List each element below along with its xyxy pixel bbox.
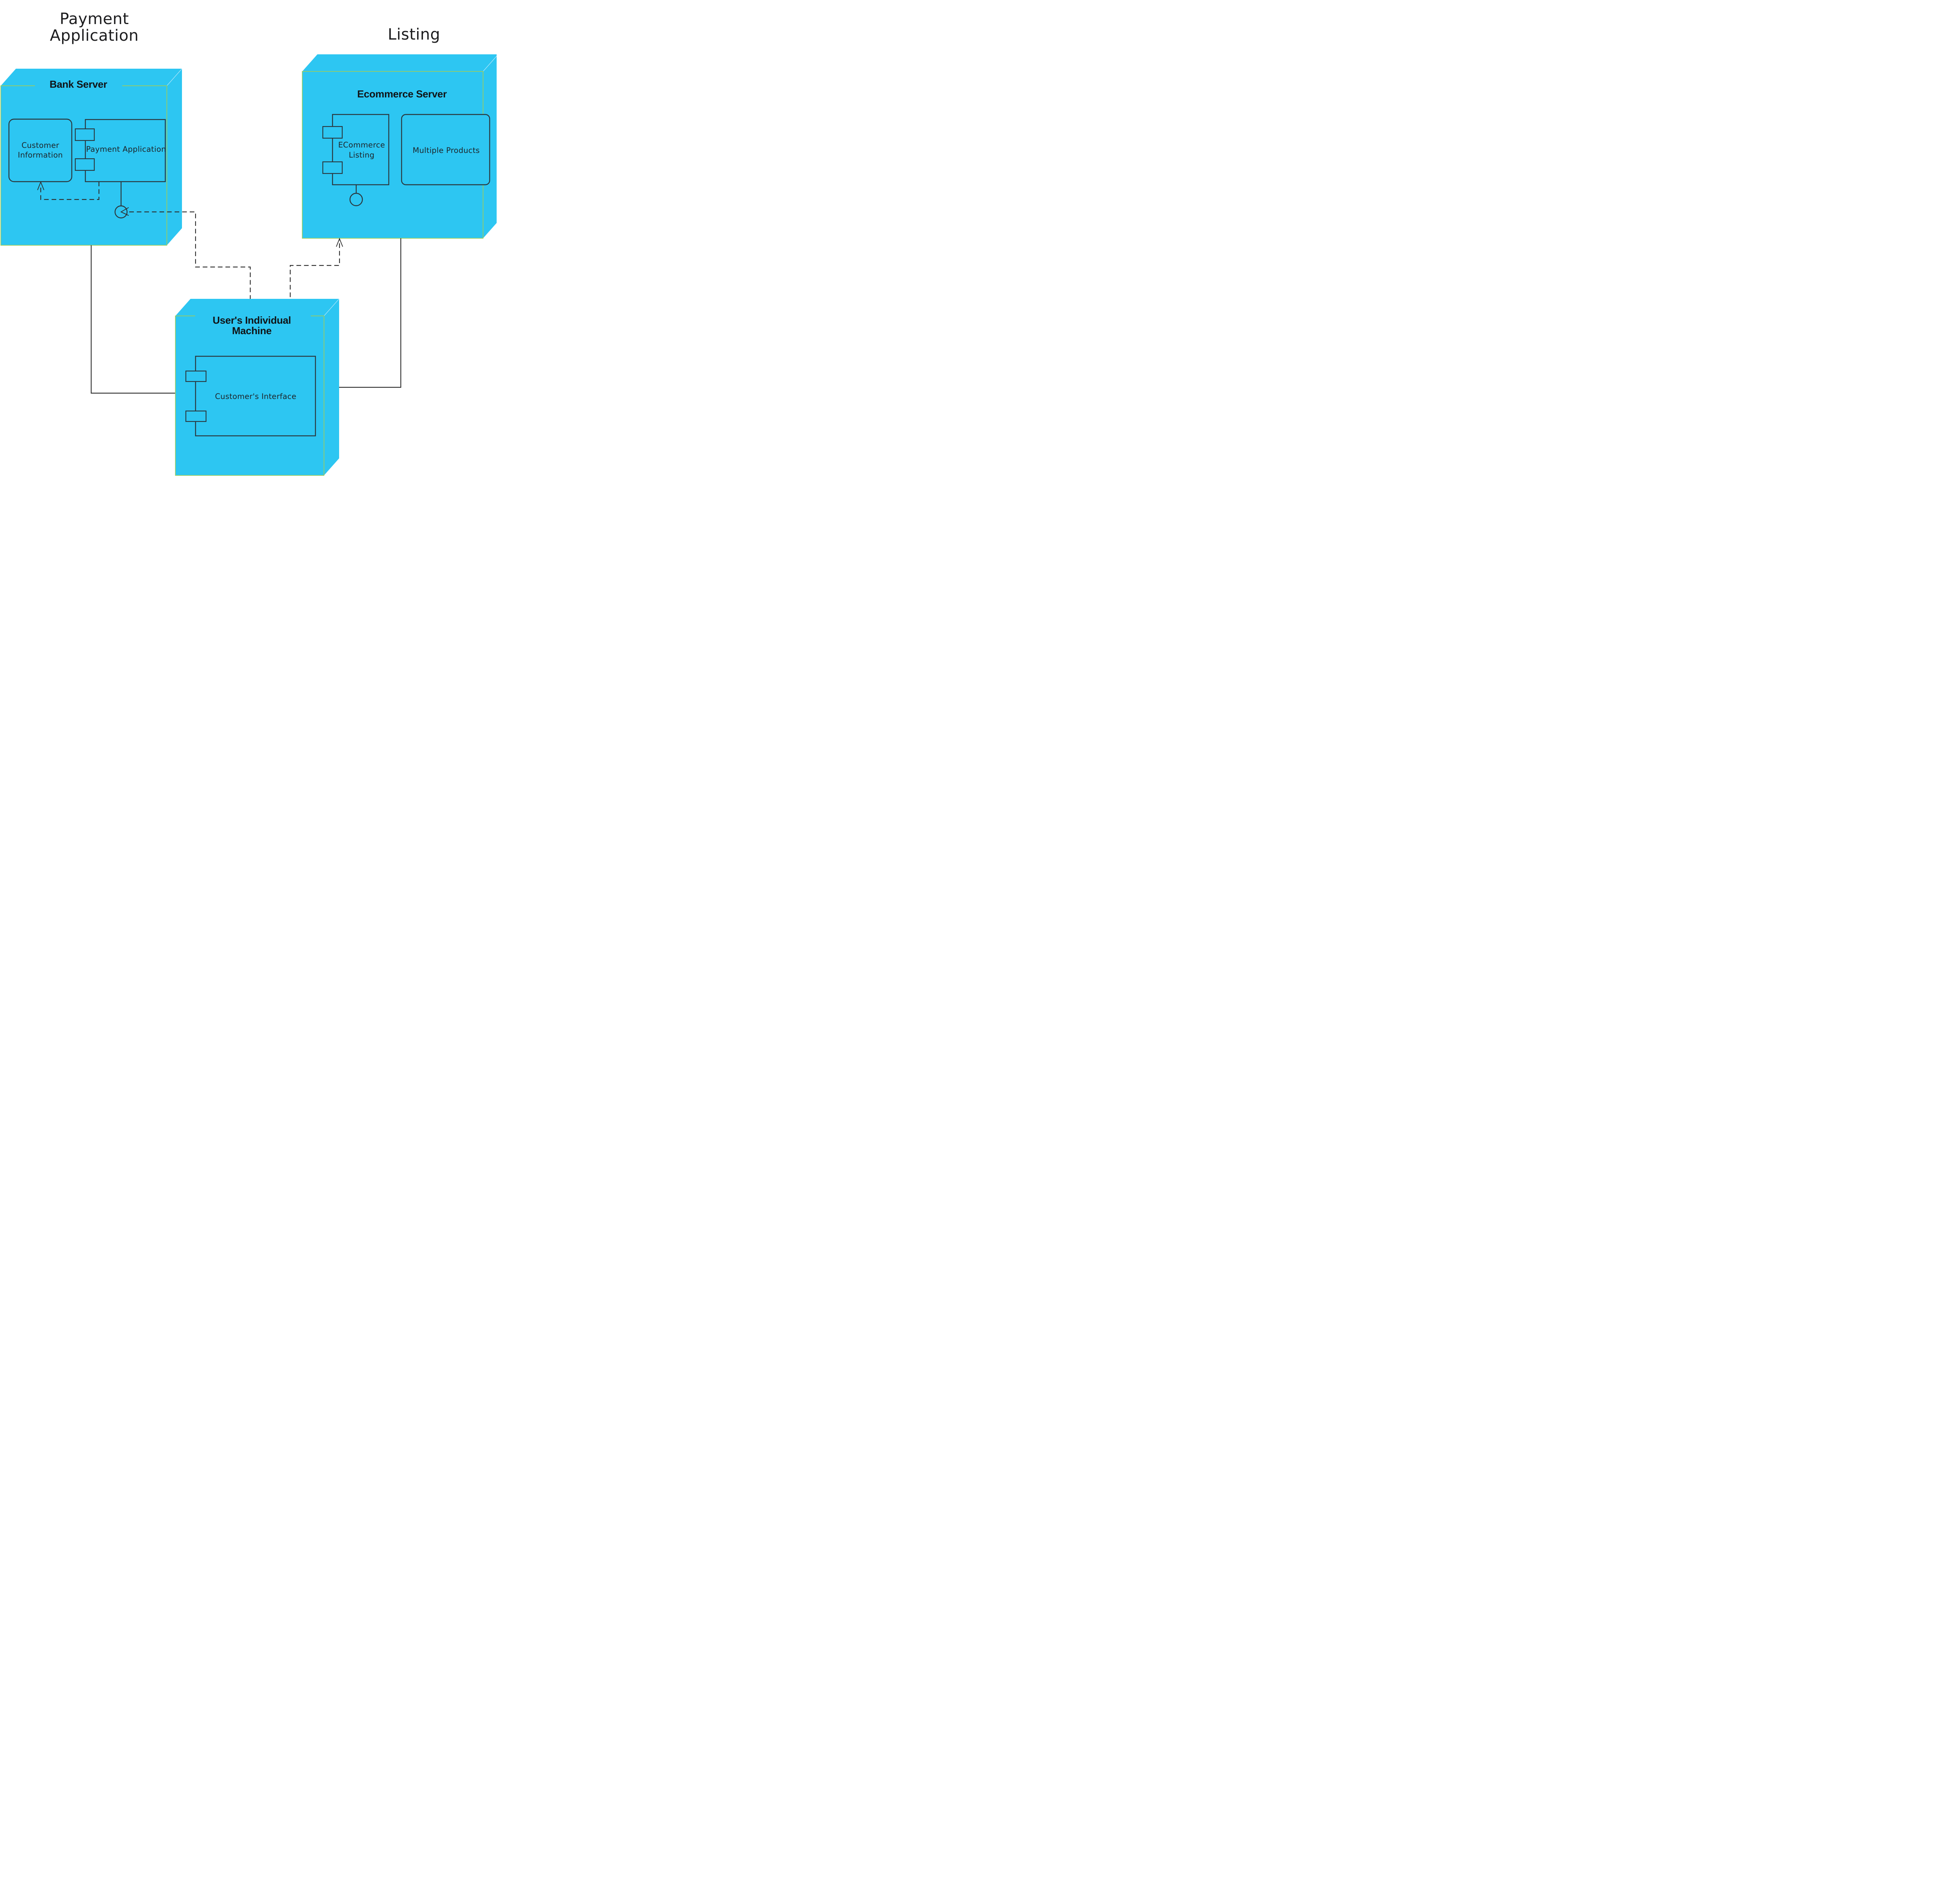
customers-interface-label: Customer's Interface <box>215 392 296 401</box>
payment-application-box <box>85 119 166 182</box>
ecommerce-server-title: Ecommerce Server <box>357 88 447 100</box>
uml-deployment-diagram: Payment Application Listing Bank Server … <box>0 0 497 476</box>
customers-interface-component: Customer's Interface <box>185 355 316 437</box>
customers-interface-box <box>195 355 316 437</box>
payment-application-port-top <box>74 128 95 141</box>
users-machine-top-face <box>175 299 339 316</box>
ecommerce-listing-label-line1: ECommerce <box>338 140 385 149</box>
customers-interface-port-top <box>185 370 207 382</box>
users-machine-side-face <box>324 299 339 475</box>
ecommerce-to-machine-link <box>339 238 402 388</box>
up-open-arrowhead-icon <box>336 238 343 247</box>
bank-server-title-backplate <box>35 79 122 90</box>
customer-information-box <box>8 118 73 182</box>
page-title-listing: Listing <box>388 26 440 43</box>
users-machine-bevel-edge <box>324 298 340 316</box>
provided-interface-ball-icon <box>349 192 363 206</box>
users-machine-title-backplate <box>195 313 311 319</box>
multiple-products-component: Multiple Products <box>401 114 490 186</box>
customer-information-label-line2: Information <box>18 151 63 160</box>
ecommerce-listing-port-top <box>322 126 343 139</box>
customer-information-label-line1: Customer <box>21 141 59 150</box>
payment-application-component: Payment Application <box>74 119 166 182</box>
ecommerce-server-top-face <box>302 54 497 71</box>
bank-server-node: Bank Server Customer Information Payment… <box>0 68 182 246</box>
page-title-payment-line2: Application <box>50 27 139 45</box>
ecommerce-server-node: Ecommerce Server ECommerce Listing Multi… <box>302 54 497 239</box>
bank-to-machine-link <box>90 245 175 394</box>
customer-information-component: Customer Information <box>8 118 73 182</box>
ecommerce-listing-box <box>332 114 390 186</box>
bank-server-title: Bank Server <box>50 78 107 90</box>
multiple-products-box <box>401 114 490 186</box>
dependency-pa-to-customer-info <box>40 182 100 200</box>
multiple-products-label: Multiple Products <box>413 146 480 155</box>
ecommerce-server-bevel-edge <box>483 55 497 72</box>
ecommerce-listing-label-line2: Listing <box>349 151 374 160</box>
users-machine-title-line2: Machine <box>232 325 272 336</box>
page-title-payment-line1: Payment <box>60 10 129 28</box>
bank-server-side-face <box>167 69 182 245</box>
payment-application-label: Payment Application <box>86 145 166 154</box>
left-open-arrowhead-icon <box>120 207 129 216</box>
diagram-svg: Payment Application Listing Bank Server … <box>0 10 497 476</box>
ecommerce-listing-port-bottom <box>322 161 343 174</box>
payment-application-port-bottom <box>74 158 95 171</box>
ecommerce-listing-component: ECommerce Listing <box>322 114 390 186</box>
bank-server-bevel-edge <box>166 68 182 86</box>
users-machine-title-line1: User's Individual <box>213 314 291 326</box>
users-individual-machine-node: User's Individual Machine Customer's Int… <box>175 298 340 476</box>
customers-interface-port-bottom <box>185 410 207 422</box>
